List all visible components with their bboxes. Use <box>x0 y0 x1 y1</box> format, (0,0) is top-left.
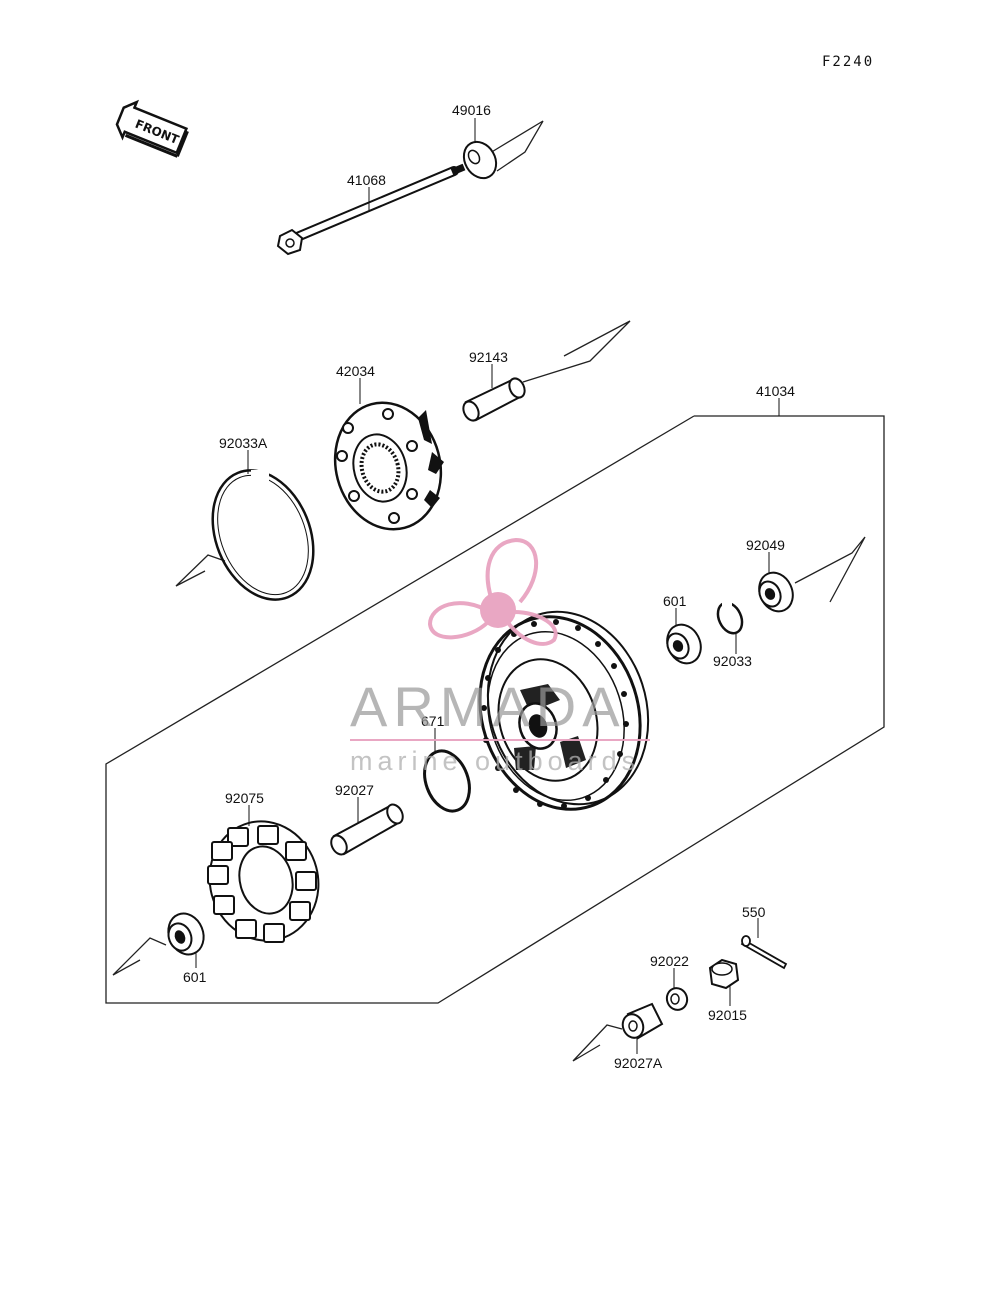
washer-49016 <box>462 140 498 180</box>
watermark-tagline: marine outboards <box>350 746 640 776</box>
label-41034: 41034 <box>756 383 795 399</box>
collar-92143 <box>462 377 526 422</box>
label-92027: 92027 <box>335 782 374 798</box>
collar-92027 <box>330 803 404 856</box>
wheel-hub <box>478 610 650 811</box>
circlip-92033 <box>716 598 744 635</box>
label-92022: 92022 <box>650 953 689 969</box>
bearing-601-bottom <box>167 912 205 956</box>
o-ring-671 <box>423 749 471 813</box>
label-601-top: 601 <box>663 593 687 609</box>
bearing-92049 <box>758 571 794 613</box>
propeller-logo-icon <box>427 537 558 646</box>
diagram-code: F2240 <box>822 54 874 70</box>
label-671: 671 <box>421 713 445 729</box>
label-42034: 42034 <box>336 363 375 379</box>
label-550: 550 <box>742 904 766 920</box>
label-92075: 92075 <box>225 790 264 806</box>
label-41068: 41068 <box>347 172 386 188</box>
nut-92015 <box>708 958 740 990</box>
label-92015: 92015 <box>708 1007 747 1023</box>
direction-lines <box>112 120 866 1062</box>
front-arrow-icon: FRONT <box>115 99 189 158</box>
damper-92075 <box>207 820 320 943</box>
label-92033: 92033 <box>713 653 752 669</box>
bearing-601-top <box>666 623 702 665</box>
watermark-brand: ARMADA <box>350 675 626 738</box>
label-92033A: 92033A <box>219 435 268 451</box>
flange-42034 <box>333 401 444 531</box>
axle-41068 <box>276 163 466 256</box>
watermark: ARMADA marine outboards <box>350 537 650 776</box>
assembly-41034-outline <box>105 415 885 1004</box>
collar-92027A <box>621 1002 664 1040</box>
label-601-bottom: 601 <box>183 969 207 985</box>
label-92143: 92143 <box>469 349 508 365</box>
propeller-hub-icon <box>480 592 516 628</box>
washer-92022 <box>665 987 689 1011</box>
label-49016: 49016 <box>452 102 491 118</box>
label-92027A: 92027A <box>614 1055 663 1071</box>
label-92049: 92049 <box>746 537 785 553</box>
circlip-92033A <box>211 469 315 601</box>
cotter-pin-550 <box>740 935 788 970</box>
